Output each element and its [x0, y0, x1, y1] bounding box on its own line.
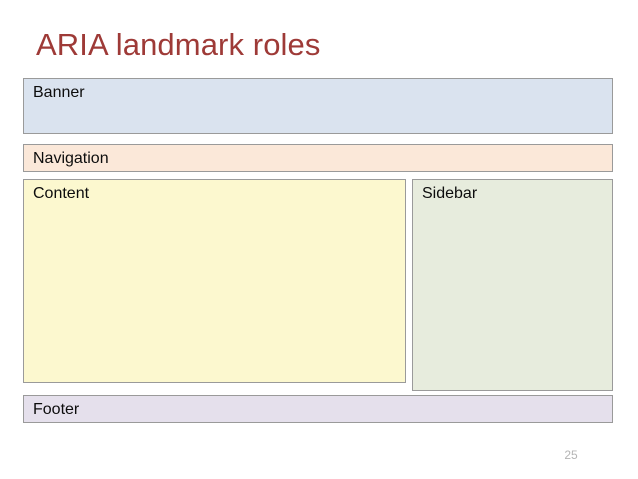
landmark-label-banner: Banner [33, 84, 85, 101]
landmark-label-footer: Footer [33, 401, 80, 418]
landmark-label-content: Content [33, 185, 90, 202]
landmark-region-sidebar: Sidebar [412, 179, 613, 391]
landmark-region-footer: Footer [23, 395, 613, 423]
landmark-region-navigation: Navigation [23, 144, 613, 172]
landmark-region-banner: Banner [23, 78, 613, 134]
landmark-region-content: Content [23, 179, 406, 383]
page-title: ARIA landmark roles [36, 27, 321, 62]
landmark-label-navigation: Navigation [33, 150, 109, 167]
landmark-label-sidebar: Sidebar [422, 185, 478, 202]
slide-page-number: 25 [564, 448, 578, 462]
